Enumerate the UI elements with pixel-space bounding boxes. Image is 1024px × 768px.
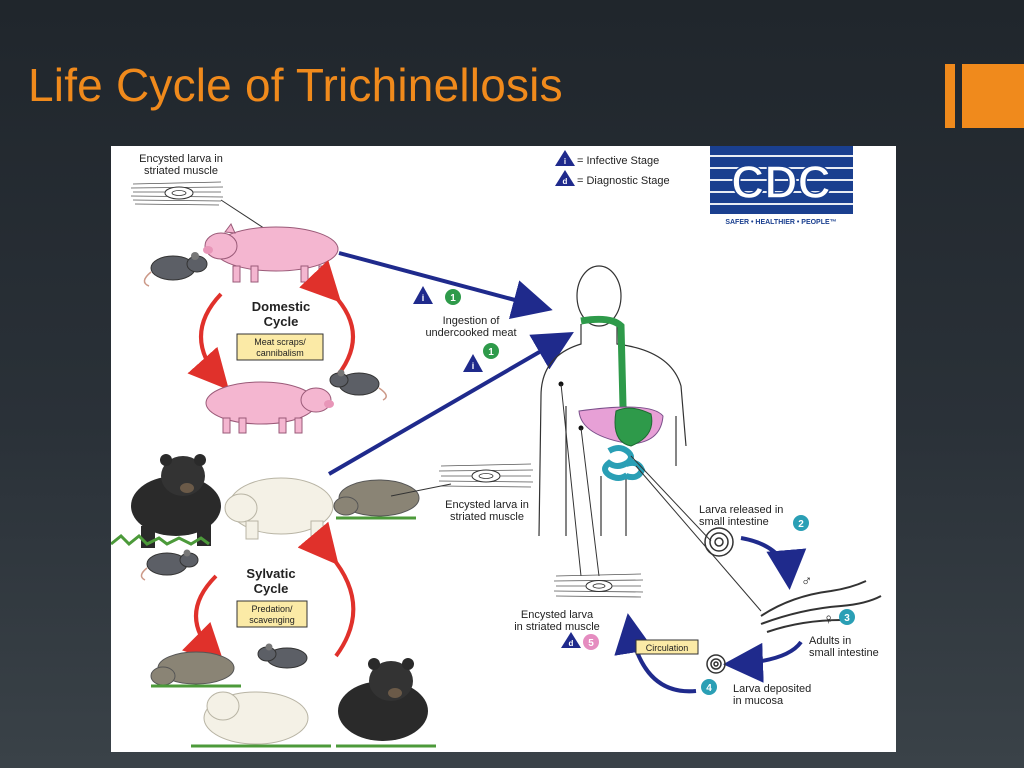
muscle-tissue-icon [130,181,224,206]
infective-stage-icon: i [413,286,433,304]
step-3-label-1: Adults in [809,635,851,647]
svg-text:i: i [472,361,475,371]
bear-icon [110,454,221,548]
cdc-logo-text: CDC [731,156,831,208]
rat-icon [143,252,208,287]
sylvatic-cycle-arrow-right [297,521,356,658]
svg-text:d: d [563,177,568,186]
domestic-cycle-arrow-right [299,259,355,383]
slide-title: Life Cycle of Trichinellosis [28,59,563,111]
step-4-label-2: in mucosa [733,695,784,707]
step-3-to-4-arrow [723,640,803,683]
step-5-number: 5 [588,638,594,649]
accent-bar-thick [962,64,1024,128]
svg-text:i: i [422,293,425,303]
pointer-line [390,483,452,497]
step-2-label-2: small intestine [699,516,769,528]
domestic-mode-box [236,333,324,361]
step-4-label-1: Larva deposited [733,683,811,695]
sylvatic-muscle-label-2: striated muscle [450,511,524,523]
cdc-logo-tagline: SAFER • HEALTHIER • PEOPLE™ [725,219,836,226]
diagnostic-legend-label: = Diagnostic Stage [577,175,670,187]
sylvatic-mode-line-1: Predation/ [251,604,293,614]
sylvatic-muscle-label-1: Encysted larva in [445,499,529,511]
male-symbol: ♂ [801,573,812,590]
ingestion-label-1: Ingestion of [443,315,501,327]
stomach-icon [614,407,653,447]
infective-legend-label: = Infective Stage [577,155,659,167]
pig-icon [205,381,334,434]
step-5-label-2: in striated muscle [514,621,600,633]
step-1-number-2: 1 [488,347,494,358]
pointer-line [560,383,582,577]
domestic-muscle-label-2: striated muscle [144,165,218,177]
svg-text:d: d [569,639,574,648]
accent-bar-thin [945,64,955,128]
human-body-icon [538,265,687,537]
ingestion-arrow-domestic [338,251,553,320]
sylvatic-mode-line-2: scavenging [249,615,295,625]
step-1-badge [445,289,461,305]
polar-bear-icon [224,477,334,540]
sylvatic-mode-box [236,600,308,628]
bear-icon [336,658,436,748]
life-cycle-figure: Encysted larva in striated muscle Domest… [110,146,896,752]
domestic-cycle-title-1: Domestic [252,299,311,314]
legend: i = Infective Stage d = Diagnostic Stage [555,150,670,187]
muscle-tissue-icon [438,463,534,488]
step-2-badge [793,515,809,531]
infective-stage-icon: i [463,354,483,372]
ingestion-arrow-sylvatic [327,331,574,476]
step-5-badge [583,634,599,650]
circulation-box [635,639,699,655]
step-4-badge [701,679,717,695]
infective-legend-icon [555,150,575,166]
boar-icon [333,479,420,520]
step-4-to-5-arrow [614,613,697,694]
adult-worms-icon [760,580,882,633]
sylvatic-cycle-arrow-left [182,574,225,665]
pointer-line [580,427,600,577]
muscle-tissue-icon [553,573,644,598]
boar-icon [150,651,241,688]
step-2-number: 2 [798,519,804,530]
life-cycle-diagram: Encysted larva in striated muscle Domest… [110,146,882,748]
rat-icon [257,643,308,669]
domestic-cycle-arrow-left [187,292,229,390]
domestic-cycle-title-2: Cycle [264,314,299,329]
step-1-badge-2 [483,343,499,359]
coiled-larva-icon [704,527,734,557]
step-2-to-3-arrow [740,536,807,590]
sylvatic-cycle-title-2: Cycle [254,581,289,596]
step-3-number: 3 [844,613,850,624]
step-3-label-2: small intestine [809,647,879,659]
rat-icon [329,369,387,401]
pointer-line [635,465,762,612]
ingestion-label-2: undercooked meat [425,327,516,339]
coiled-larva-icon [706,654,726,674]
domestic-muscle-label-1: Encysted larva in [139,153,223,165]
pointer-line [630,455,712,542]
rat-icon [140,549,199,581]
step-3-badge [839,609,855,625]
circulation-label: Circulation [646,643,689,653]
pig-icon [203,223,339,283]
esophagus-icon [580,315,642,422]
female-symbol: ♀ [823,611,834,628]
step-5-label-1: Encysted larva [521,609,594,621]
svg-text:i: i [564,157,566,166]
diagnostic-legend-icon [555,170,575,186]
step-1-number: 1 [450,293,456,304]
intestine-icon [602,445,646,481]
domestic-mode-line-2: cannibalism [256,348,304,358]
step-2-label-1: Larva released in [699,504,783,516]
cdc-logo: CDC SAFER • HEALTHIER • PEOPLE™ [710,146,853,226]
domestic-mode-line-1: Meat scraps/ [254,337,306,347]
polar-bear-icon [191,691,331,748]
diagnostic-stage-icon: d [561,632,581,648]
step-4-number: 4 [706,683,712,694]
sylvatic-cycle-title-1: Sylvatic [246,566,295,581]
